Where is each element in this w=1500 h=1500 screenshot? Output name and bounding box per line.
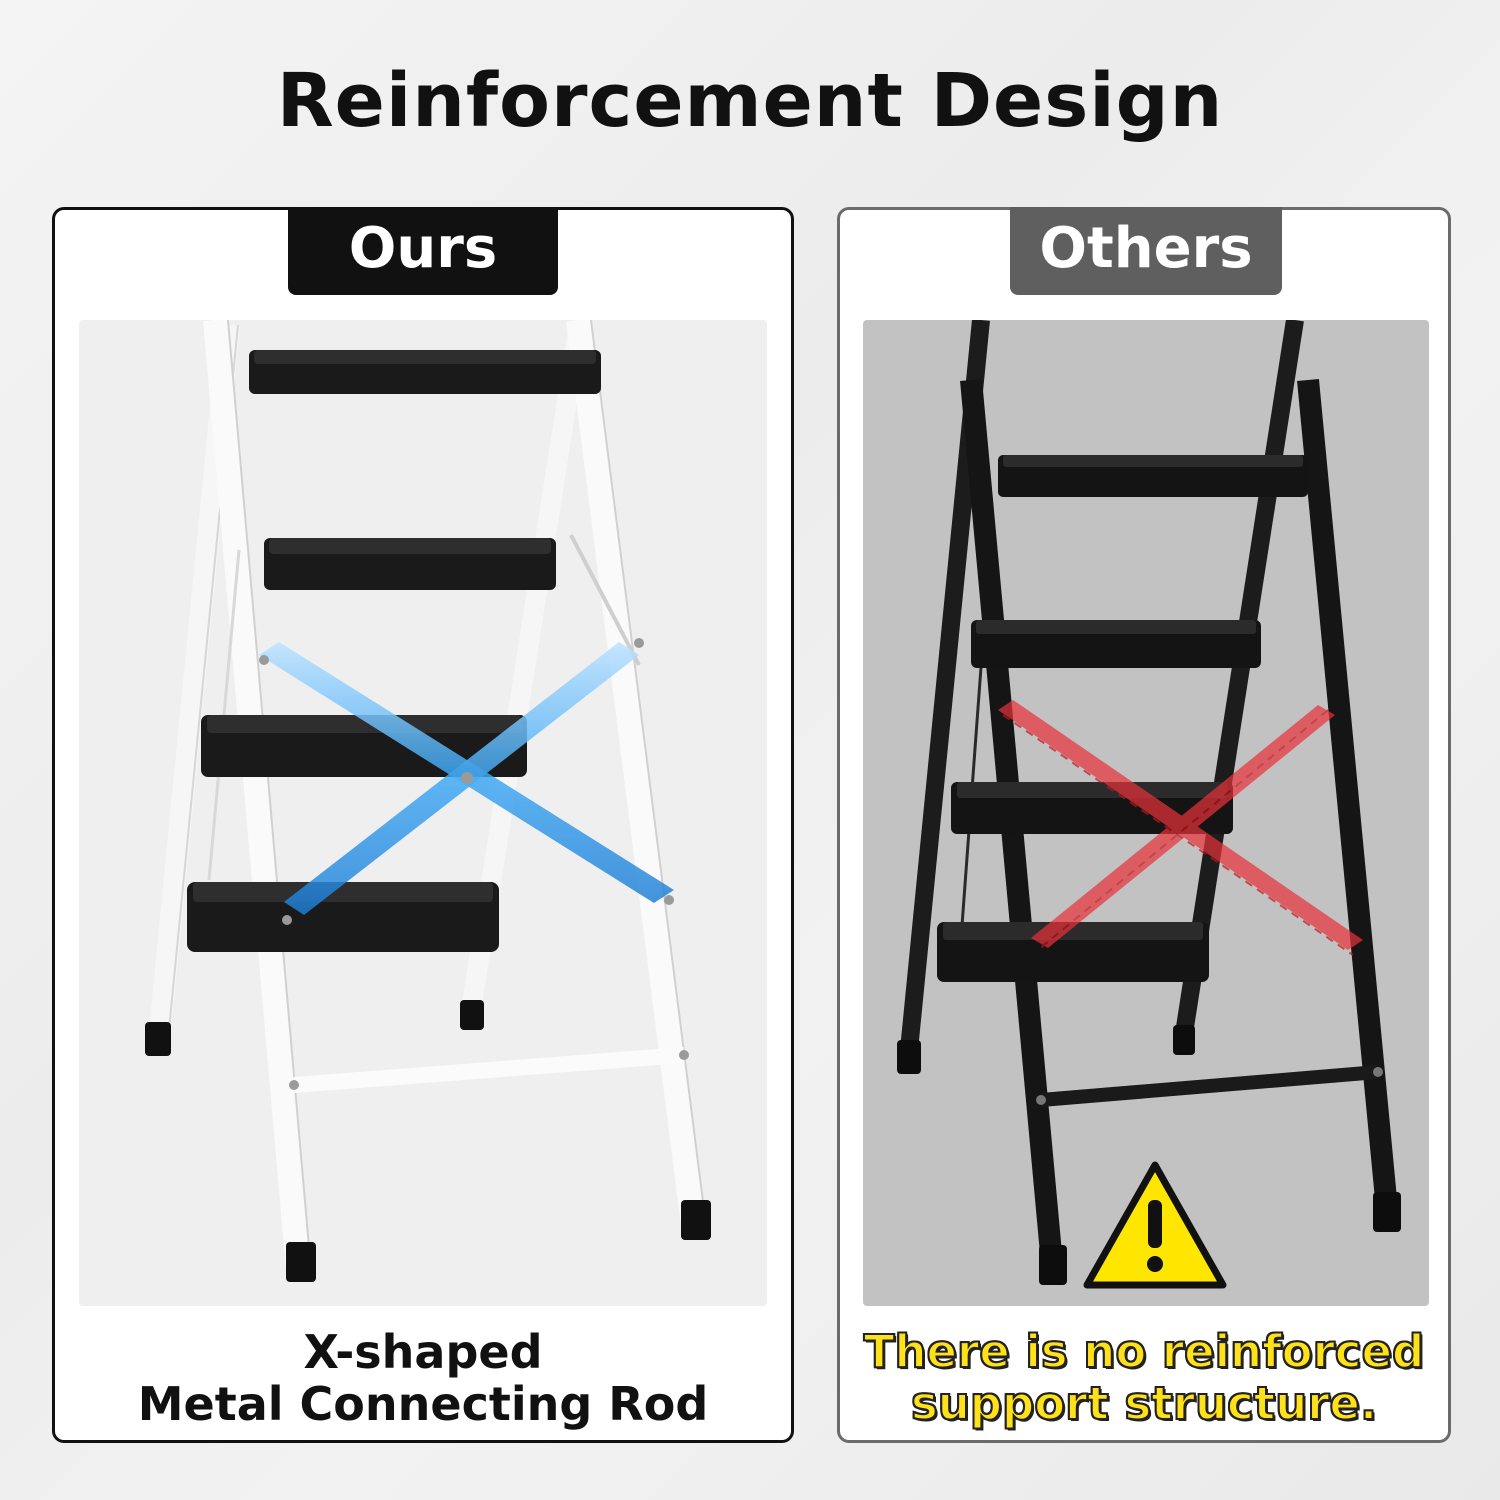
white-ladder-illustration [145, 320, 711, 1282]
ours-ladder-photo [79, 320, 767, 1306]
ours-panel: Ours [52, 207, 794, 1443]
others-panel: Others [837, 207, 1451, 1443]
ours-caption: X-shaped Metal Connecting Rod [55, 1326, 791, 1430]
others-caption-line-2: support structure. [910, 1377, 1378, 1431]
ours-caption-line-1: X-shaped [303, 1325, 543, 1379]
step-4 [937, 922, 1209, 982]
step-2 [264, 538, 556, 590]
missing-brace-x-mark [998, 700, 1363, 956]
step-1 [249, 350, 601, 394]
black-ladder-illustration [897, 320, 1401, 1289]
others-tag: Others [1010, 207, 1282, 295]
others-caption: There is no reinforced support structure… [840, 1325, 1448, 1431]
others-caption-line-1: There is no reinforced [863, 1325, 1425, 1379]
step-2 [971, 620, 1261, 668]
others-ladder-photo [863, 320, 1429, 1306]
step-4 [187, 882, 499, 952]
page-title: Reinforcement Design [276, 58, 1224, 144]
warning-triangle-icon [1083, 1161, 1227, 1289]
ours-tag: Ours [288, 207, 558, 295]
ours-caption-line-2: Metal Connecting Rod [137, 1377, 709, 1431]
step-1 [998, 455, 1308, 497]
